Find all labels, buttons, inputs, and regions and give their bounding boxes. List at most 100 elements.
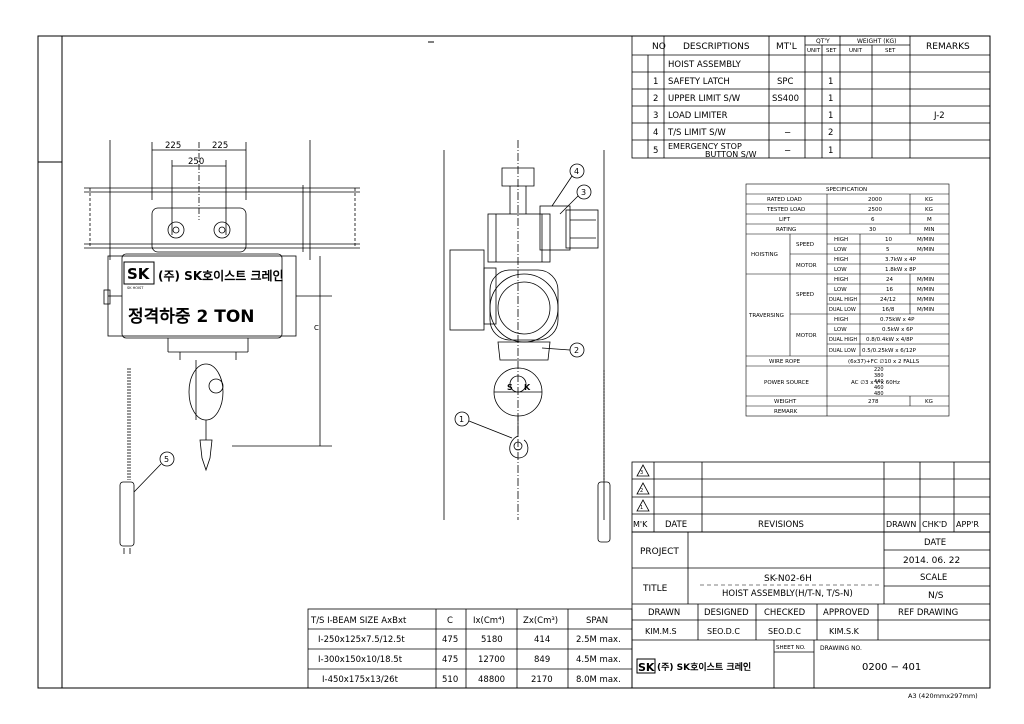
spec-t-motor-high-k: HIGH: [834, 317, 848, 323]
beam-table: [307, 608, 633, 689]
parts-header-qty: QT'Y: [816, 38, 830, 45]
spec-rated-load-unit: KG: [925, 197, 933, 203]
spec-t-speed-low-v: 16: [886, 287, 893, 293]
part-row-1-no: 1: [653, 77, 658, 87]
beam-row-0-ix: 5180: [481, 635, 503, 645]
spec-tested-load-value: 2500: [868, 207, 882, 213]
part-row-3-remarks: J-2: [933, 111, 945, 121]
part-row-2-desc: UPPER LIMIT S/W: [668, 94, 741, 104]
tb-project-label: PROJECT: [640, 547, 679, 557]
drum-s: S: [507, 383, 513, 392]
part-row-3-set: 1: [828, 111, 833, 121]
spec-t-speed-low-u: M/MIN: [917, 287, 934, 293]
parts-header-remarks: REMARKS: [926, 42, 970, 52]
tb-checked-by: SEO.D.C: [768, 627, 801, 636]
spec-t-motor-dh-k: DUAL HIGH: [829, 337, 857, 343]
beam-header-size: T/S I-BEAM SIZE AxBxt: [310, 616, 407, 626]
balloon-3-label: 3: [581, 188, 586, 197]
tb-date: 2014. 06. 22: [903, 556, 960, 566]
rev-header-mk: M'K: [633, 520, 648, 529]
tb-title-label: TITLE: [642, 584, 668, 594]
spec-t-motor-low-k: LOW: [834, 327, 847, 333]
spec-h-speed-low-v: 5: [886, 247, 890, 253]
rev-header-revisions: REVISIONS: [758, 520, 804, 530]
balloon-1-label: 1: [459, 415, 464, 424]
spec-lift-label: LIFT: [779, 217, 791, 223]
spec-t-motor-low-v: 0.5kW x 6P: [882, 327, 914, 333]
capacity-label: 정격하중 2 TON: [128, 307, 255, 327]
parts-header-qty-set: SET: [826, 48, 837, 54]
spec-tested-load-label: TESTED LOAD: [766, 207, 805, 213]
parts-header-mtl: MT'L: [776, 42, 797, 52]
part-row-5-desc: EMERGENCY STOP: [668, 142, 742, 151]
drum-k: K: [524, 383, 531, 392]
spec-t-motor-dl-v: 0.5/0.25kW x 6/12P: [862, 348, 917, 354]
beam-row-1-c: 475: [442, 655, 458, 665]
parts-header-w-set: SET: [885, 48, 896, 54]
svg-text:1: 1: [640, 505, 643, 511]
spec-lift-value: 6: [871, 217, 875, 223]
dim-250: 250: [188, 157, 204, 167]
spec-hoisting-label: HOISTING: [751, 252, 778, 258]
beam-header-zx: Zx(Cm³): [523, 616, 558, 626]
beam-row-1-span: 4.5M max.: [576, 655, 621, 665]
part-row-4-no: 4: [653, 128, 658, 138]
beam-row-2-zx: 2170: [531, 675, 553, 685]
part-row-5-set: 1: [828, 146, 833, 156]
parts-header-no: NO: [652, 42, 666, 52]
spec-rating-label: RATING: [776, 227, 796, 233]
beam-row-0-span: 2.5M max.: [576, 635, 621, 645]
dim-225-left: 225: [165, 141, 181, 151]
beam-row-0-zx: 414: [534, 635, 550, 645]
part-row-4-desc: T/S LIMIT S/W: [667, 128, 726, 138]
spec-tested-load-unit: KG: [925, 207, 933, 213]
spec-t-speed-dl-v: 16/8: [882, 307, 895, 313]
balloon-4-label: 4: [574, 167, 579, 176]
spec-rating-unit: MIN: [924, 227, 934, 233]
part-row-5-desc2: BUTTON S/W: [705, 150, 757, 159]
beam-header-ix: Ix(Cm⁴): [473, 616, 505, 626]
spec-t-speed-dh-k: DUAL HIGH: [829, 297, 857, 303]
tb-approved-by: KIM.S.K: [829, 627, 860, 636]
title-block-logo: SK (주) SK호이스트 크레인: [636, 658, 751, 674]
title-block: [631, 531, 991, 689]
part-row-1-desc: SAFETY LATCH: [668, 77, 730, 87]
spec-table-text: SPECIFICATION RATED LOAD 2000 KG TESTED …: [748, 187, 934, 415]
rev-header-drawn: DRAWN: [886, 520, 916, 529]
parts-header-qty-unit: UNIT: [807, 48, 821, 54]
spec-traversing-label: TRAVERSING: [748, 313, 784, 319]
tb-checked-label: CHECKED: [764, 608, 806, 618]
spec-rating-value: 30: [869, 227, 876, 233]
tb-drawn-label: DRAWN: [648, 608, 680, 618]
part-row-3-desc: LOAD LIMITER: [668, 111, 728, 121]
beam-row-1-ix: 12700: [478, 655, 505, 665]
part-row-2-mtl: SS400: [772, 94, 799, 104]
tb-drawing-no-label: DRAWING NO.: [820, 645, 862, 652]
rev-header-date: DATE: [665, 520, 687, 530]
part-row-1-mtl: SPC: [777, 77, 794, 87]
spec-t-motor-dl-k: DUAL LOW: [829, 348, 856, 354]
spec-t-speed-low-k: LOW: [834, 287, 847, 293]
spec-t-speed-dh-v: 24/12: [880, 297, 896, 303]
spec-t-speed-dl-k: DUAL LOW: [829, 307, 856, 313]
front-view-logo: SK SK HOIST (주) SK호이스트 크레인: [123, 261, 284, 290]
spec-t-speed-label: SPEED: [796, 292, 814, 298]
tb-approved-label: APPROVED: [823, 608, 870, 618]
spec-h-motor-label: MOTOR: [796, 263, 817, 269]
revision-triangle-labels: 3 2 1: [640, 470, 643, 511]
tb-drawing-code: SK-N02-6H: [764, 574, 812, 584]
part-row-0-desc: HOIST ASSEMBLY: [668, 60, 742, 70]
spec-t-motor-dh-v: 0.8/0.4kW x 4/8P: [866, 337, 914, 343]
spec-weight-label: WEIGHT: [774, 399, 797, 405]
spec-rated-load-label: RATED LOAD: [767, 197, 802, 203]
beam-row-2-c: 510: [442, 675, 458, 685]
beam-row-0-size: I-250x125x7.5/12.5t: [318, 635, 405, 645]
spec-h-speed-low-k: LOW: [834, 247, 847, 253]
front-view-hoist: [84, 140, 360, 554]
parts-header-w-unit: UNIT: [849, 48, 863, 54]
spec-t-motor-label: MOTOR: [796, 333, 817, 339]
spec-weight-unit: KG: [925, 399, 933, 405]
part-row-4-mtl: −: [784, 128, 791, 138]
tb-drawn-by: KIM.M.S: [645, 627, 677, 636]
